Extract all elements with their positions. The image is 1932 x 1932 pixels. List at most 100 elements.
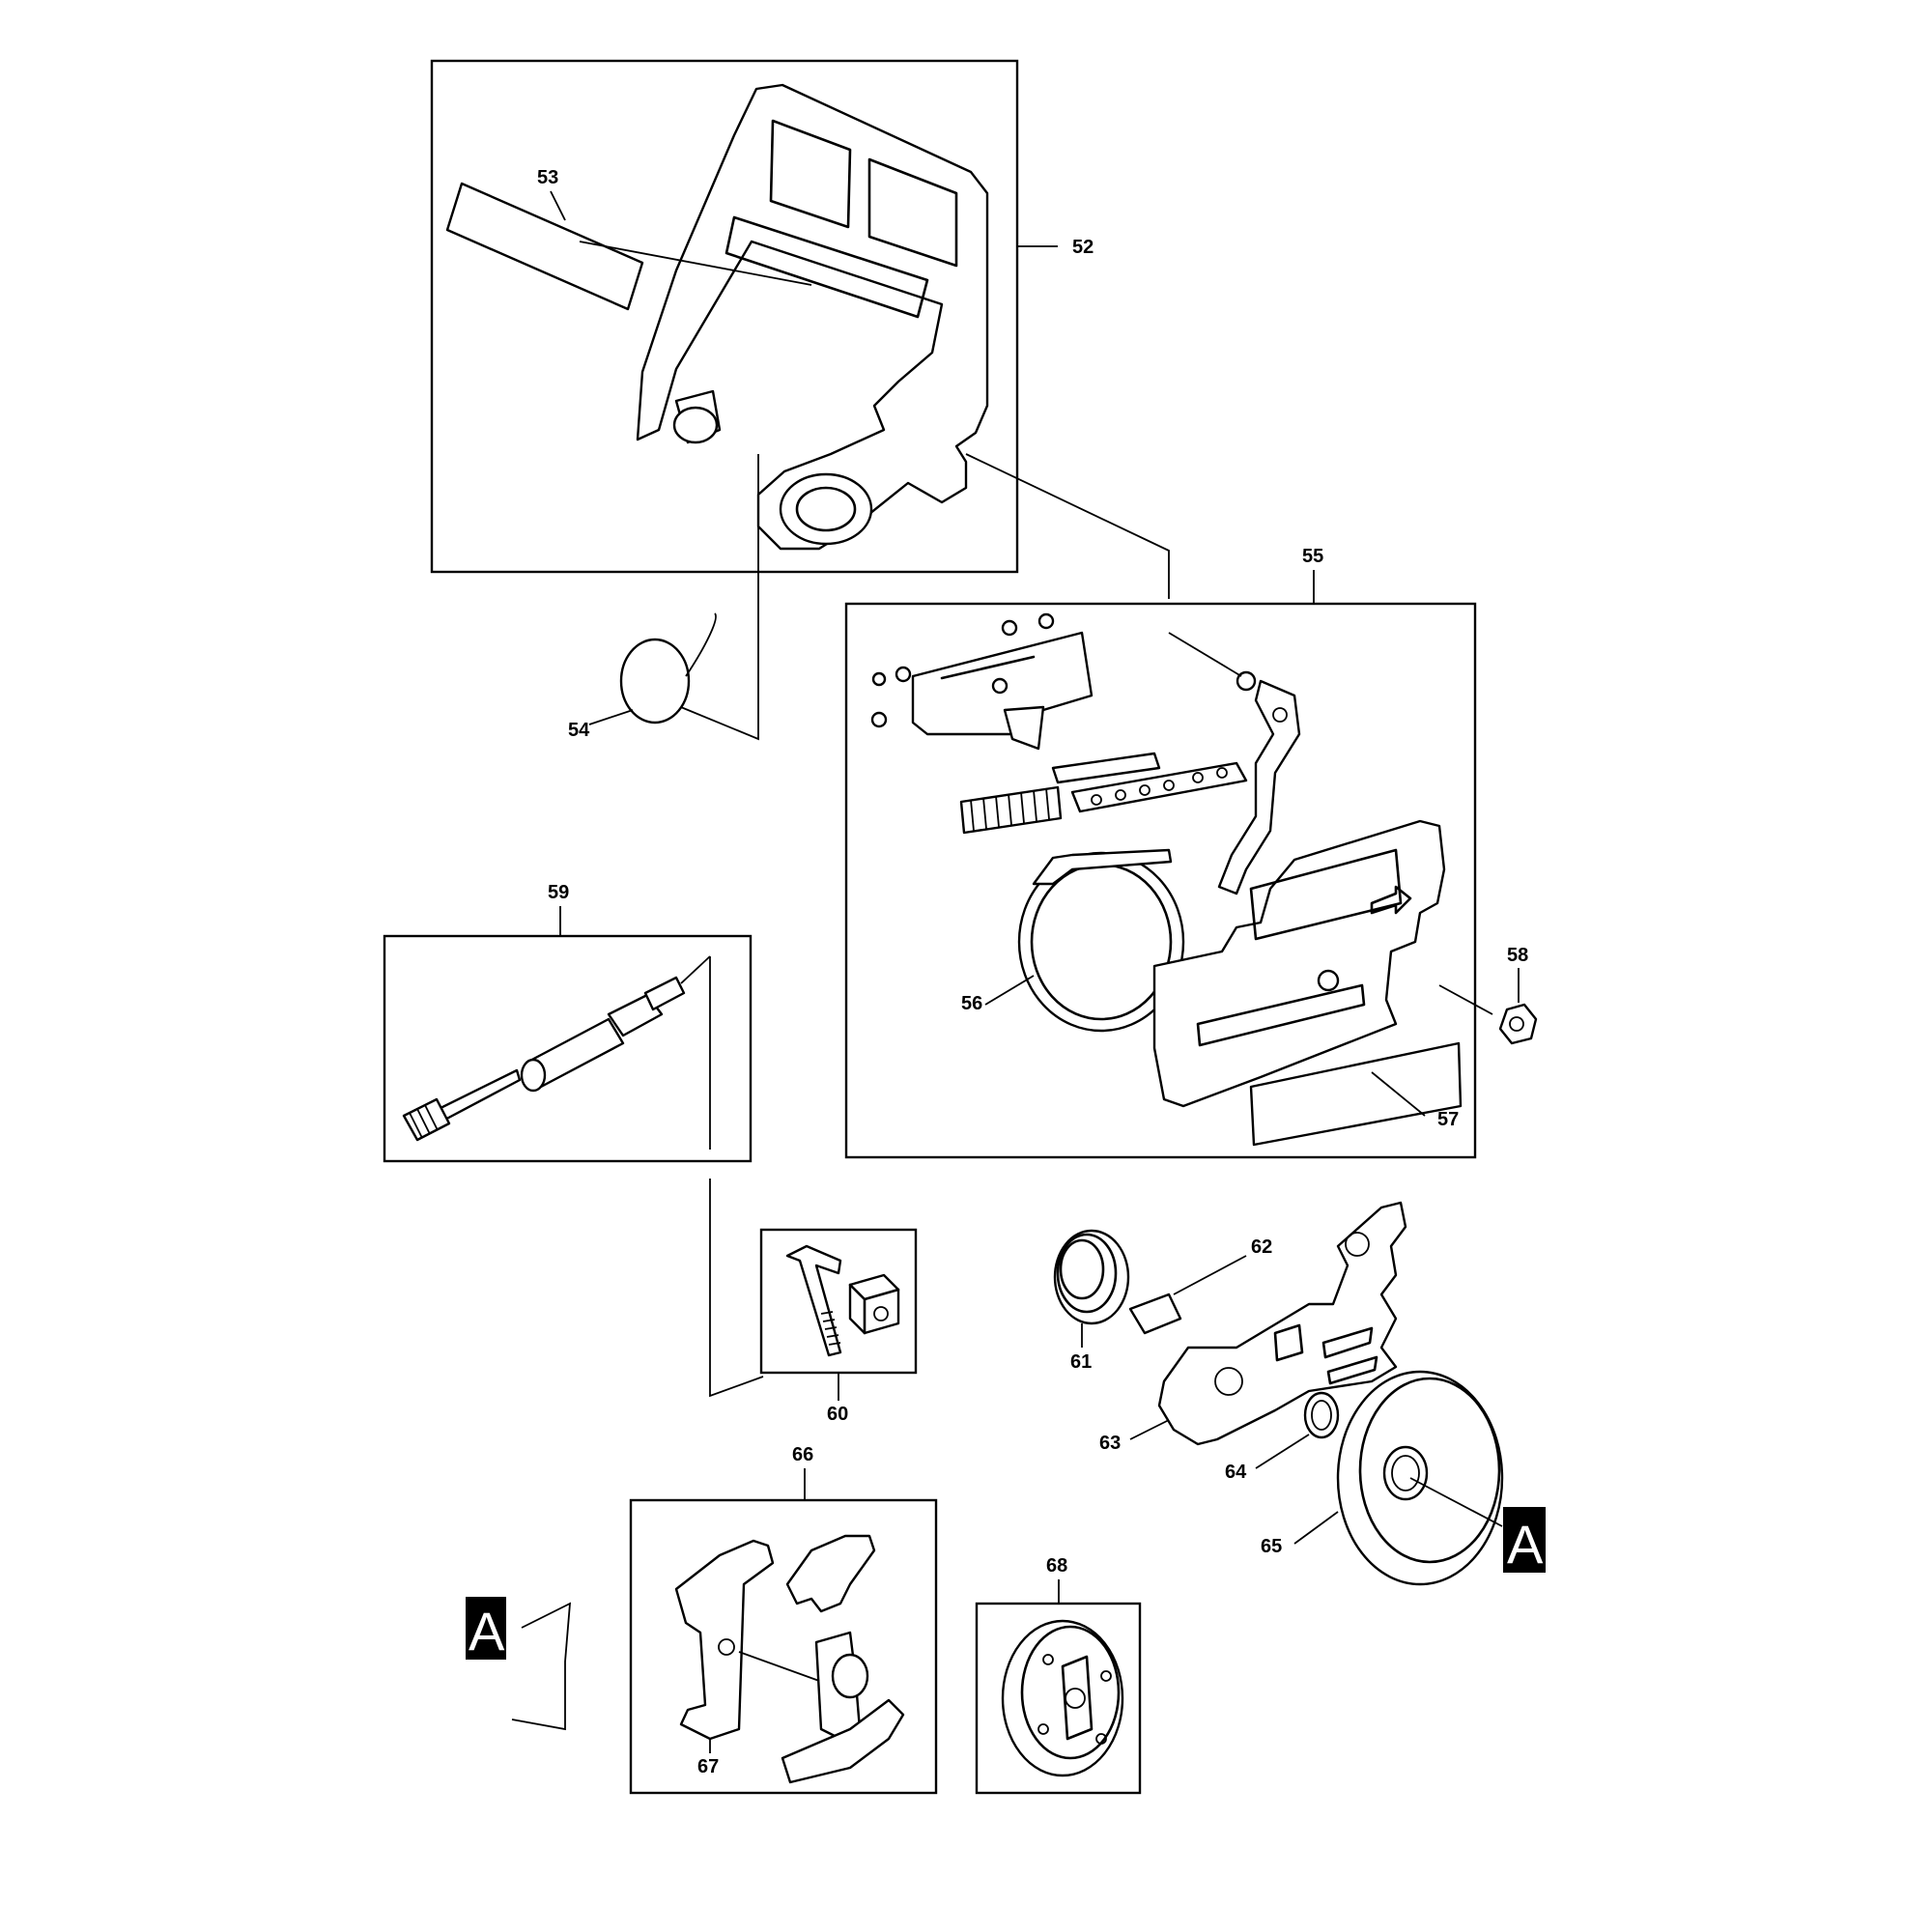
assembly-box-66 xyxy=(629,1498,938,1795)
connector-58 xyxy=(1438,984,1493,1015)
brake-lever-hole xyxy=(1272,707,1288,723)
screw xyxy=(870,711,888,728)
leader-65 xyxy=(1293,1511,1339,1545)
guide-plate-63: 63 xyxy=(1099,1201,1407,1454)
decal-57 xyxy=(1249,1041,1463,1147)
tensioner-bushing-end xyxy=(520,1058,547,1093)
decal-53-pointer xyxy=(579,241,812,286)
part-number-67: 67 xyxy=(697,1756,719,1777)
brake-bracket-shield xyxy=(1003,705,1045,751)
part-number-63: 63 xyxy=(1099,1433,1121,1454)
clutch-shoe-upper xyxy=(785,1534,876,1613)
hand-guard-inner-window-left xyxy=(769,119,852,229)
connector-shoe xyxy=(738,1651,820,1682)
hand-guard-decal-recess xyxy=(724,215,929,319)
part-number-66: 66 xyxy=(792,1444,813,1465)
spring-clip-part xyxy=(619,638,691,724)
linkage-hole xyxy=(1216,767,1228,779)
part-number-57: 57 xyxy=(1437,1109,1459,1130)
part-number-52: 52 xyxy=(1072,237,1094,258)
clutch-assembly-center xyxy=(1061,1655,1094,1741)
brake-screws xyxy=(870,612,1055,728)
clutch-assembly-body xyxy=(1001,1619,1124,1777)
washer-64: 64 xyxy=(1225,1391,1340,1483)
clutch-drum-65: 65 xyxy=(1261,1370,1504,1586)
linkage-hole xyxy=(1192,772,1204,783)
guide-plate-logo xyxy=(1273,1323,1304,1362)
leader-64 xyxy=(1255,1434,1310,1469)
clutch-assembly-rivet xyxy=(1095,1733,1107,1745)
part-number-62: 62 xyxy=(1251,1236,1272,1258)
hand-guard-inner-window-right xyxy=(867,157,958,268)
brake-spring-turns xyxy=(970,787,1050,832)
screw xyxy=(991,677,1009,695)
clutch-spring-plate-boss xyxy=(831,1653,869,1699)
assembly-box-55 xyxy=(844,602,1477,1159)
adjuster-block xyxy=(848,1273,900,1335)
clutch-assembly-rim xyxy=(1020,1625,1121,1760)
clutch-assembly-hub xyxy=(1065,1688,1086,1709)
linkage-hole xyxy=(1139,784,1151,796)
clutch-drum-hub xyxy=(1382,1445,1429,1501)
assembly-box-59 xyxy=(383,934,753,1163)
sprocket-cover-arrow xyxy=(1370,885,1412,915)
guide-plate-slot-2 xyxy=(1326,1355,1378,1385)
spring-61-coil xyxy=(1056,1233,1118,1314)
connector-65-A xyxy=(1409,1477,1503,1527)
linkage-hole xyxy=(1091,794,1102,806)
part-number-59: 59 xyxy=(548,882,569,903)
guide-plate-part xyxy=(1157,1201,1407,1446)
nut-58: 58 xyxy=(1438,945,1538,1045)
tensioner-rod xyxy=(680,955,711,984)
guide-plate-hole xyxy=(1214,1367,1243,1396)
clutch-shoe-lower xyxy=(781,1698,905,1784)
tensioner-shaft-tip xyxy=(643,976,686,1011)
part-number-54: 54 xyxy=(568,720,590,741)
part-number-64: 64 xyxy=(1225,1462,1247,1483)
leader-57 xyxy=(1371,1071,1426,1117)
leader-62 xyxy=(1173,1255,1247,1295)
brake-lever-arm xyxy=(1217,679,1301,895)
screw xyxy=(895,666,912,683)
adjuster-thread xyxy=(820,1311,841,1346)
linkage-hole xyxy=(1115,789,1126,801)
clutch-drum-spline xyxy=(1391,1455,1420,1492)
brake-bracket-slot xyxy=(940,655,1036,680)
tensioner-screw xyxy=(433,1068,522,1124)
brake-spring xyxy=(959,785,1063,835)
tensioner-screw-head xyxy=(402,1097,451,1142)
brake-lever-pin xyxy=(1236,670,1257,692)
marker-label: A xyxy=(469,1601,505,1662)
hand-guard-group: 53 52 xyxy=(430,59,1094,574)
sprocket-cover xyxy=(1152,819,1446,1108)
adjuster-block-edge xyxy=(848,1283,900,1335)
clutch-drum-face xyxy=(1358,1377,1501,1564)
brake-band-tab xyxy=(1032,848,1173,886)
clutch-assembly-rivet xyxy=(1042,1654,1054,1665)
spring-61: 61 xyxy=(1053,1229,1130,1373)
washer-part xyxy=(1303,1391,1340,1439)
hand-guard-pivot-ring xyxy=(779,472,873,546)
sprocket-cover-raised-face xyxy=(1249,848,1403,941)
brake-plate xyxy=(1051,752,1161,784)
spring-61-coil-inner xyxy=(1059,1238,1105,1300)
tensioner-shaft xyxy=(607,993,664,1037)
screw xyxy=(1037,612,1055,630)
adjuster-block-hole xyxy=(873,1306,889,1321)
part-number-60: 60 xyxy=(827,1404,848,1425)
chain-tensioner-group: 59 xyxy=(383,882,764,1398)
part-number-61: 61 xyxy=(1070,1351,1092,1373)
spring-clip-tail xyxy=(685,612,717,677)
spring-clip-54: 54 xyxy=(568,612,717,741)
guide-plate-slot xyxy=(1321,1326,1374,1359)
nut-part xyxy=(1498,1003,1538,1045)
part-number-53: 53 xyxy=(537,167,558,188)
clutch-assembly-rivet xyxy=(1037,1723,1049,1735)
marker-label: A xyxy=(1507,1514,1544,1575)
leader-53 xyxy=(550,190,566,221)
screw xyxy=(871,671,887,687)
hand-guard-bolt-head xyxy=(672,406,719,444)
part-number-56: 56 xyxy=(961,993,982,1014)
washer-bore xyxy=(1311,1400,1332,1431)
